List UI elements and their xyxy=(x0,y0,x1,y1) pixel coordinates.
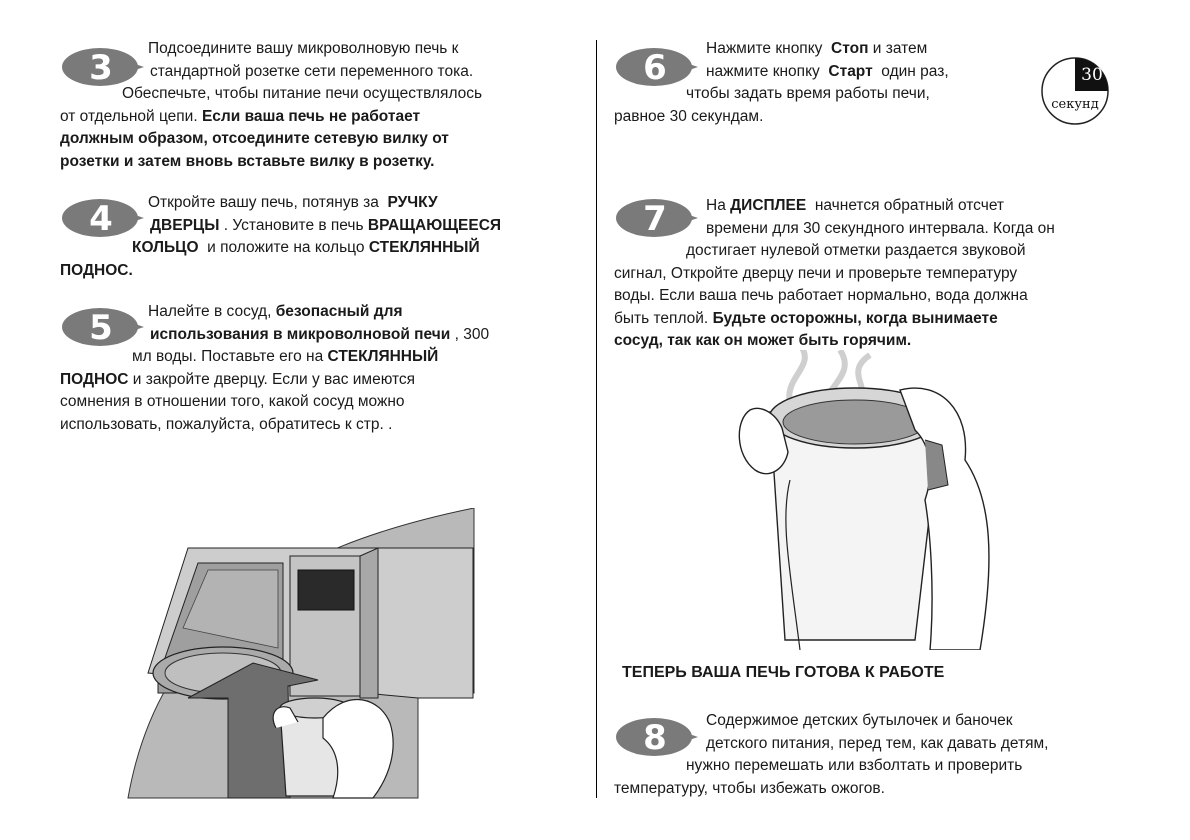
caution-text: сосуд, так как он может быть горячим. xyxy=(614,332,912,349)
step-8-number: 8 xyxy=(643,718,667,758)
step-4-number: 4 xyxy=(89,199,113,239)
step-3-line: стандартной розетке сети переменного ток… xyxy=(150,62,474,80)
step-8-text: Содержимое детских бутылочек и баночек д… xyxy=(614,712,1049,797)
step-3-badge-icon: 3 xyxy=(62,48,144,88)
glass-tray-term: ПОДНОС xyxy=(60,370,129,388)
step-7-number: 7 xyxy=(643,199,667,239)
display-term: ДИСПЛЕЕ xyxy=(730,197,807,214)
step-3-warning: Если ваша печь не работает xyxy=(201,107,421,125)
hot-cup-illustration xyxy=(738,350,990,650)
timer-value: 30 xyxy=(1081,65,1103,85)
step-6-number: 6 xyxy=(643,48,667,88)
door-handle-term: РУЧКУ xyxy=(387,194,438,211)
step-7-badge-icon: 7 xyxy=(616,199,698,239)
step-3-number: 3 xyxy=(89,48,113,88)
step-7-text: На ДИСПЛЕЕ начнется обратный отсчет врем… xyxy=(614,195,1134,353)
timer-label: секунд xyxy=(1051,97,1098,112)
start-button-term: Старт xyxy=(828,62,873,80)
step-8-badge-icon: 8 xyxy=(616,718,698,758)
step-3-text: Подсоедините вашу микроволновую печь к с… xyxy=(60,38,570,173)
step-6-badge-icon: 6 xyxy=(616,48,698,88)
step-3-line: Подсоедините вашу микроволновую печь к xyxy=(148,40,459,57)
step-5-number: 5 xyxy=(89,308,113,348)
step-3-warning: должным образом, отсоедините сетевую вил… xyxy=(60,130,449,147)
stop-button-term: Стоп xyxy=(831,40,869,57)
caution-text: Будьте осторожны, когда вынимаете xyxy=(712,309,998,327)
column-divider xyxy=(596,40,597,798)
step-4-badge-icon: 4 xyxy=(62,199,144,239)
ready-heading: ТЕПЕРЬ ВАША ПЕЧЬ ГОТОВА К РАБОТЕ xyxy=(622,664,945,681)
glass-tray-term: СТЕКЛЯННЫЙ xyxy=(368,239,480,256)
step-3-warning: розетки и затем вновь вставьте вилку в р… xyxy=(60,152,435,170)
microwave-safe-term: безопасный для xyxy=(275,303,403,320)
microwave-safe-term: использования в микроволновой печи xyxy=(150,325,451,343)
step-5-badge-icon: 5 xyxy=(62,308,144,348)
step-3-line: Обеспечьте, чтобы питание печи осуществл… xyxy=(122,85,483,102)
timer-30-seconds-icon: 30 секунд xyxy=(1041,57,1109,125)
door-handle-term: ДВЕРЦЫ xyxy=(150,216,220,234)
step-6-text: Нажмите кнопку Стоп и затем нажмите кноп… xyxy=(614,40,949,125)
microwave-illustration xyxy=(127,508,475,799)
step-5-text: Налейте в сосуд, безопасный для использо… xyxy=(60,303,490,433)
step-3-line: от отдельной цепи. xyxy=(60,107,198,125)
rotating-ring-term: КОЛЬЦО xyxy=(132,239,199,256)
glass-tray-term: ПОДНОС xyxy=(60,261,129,279)
step-4-text: Откройте вашу печь, потянув за РУЧКУ ДВЕ… xyxy=(60,194,502,279)
rotating-ring-term: ВРАЩАЮЩЕЕСЯ xyxy=(367,216,502,234)
glass-tray-term: СТЕКЛЯННЫЙ xyxy=(327,348,439,365)
